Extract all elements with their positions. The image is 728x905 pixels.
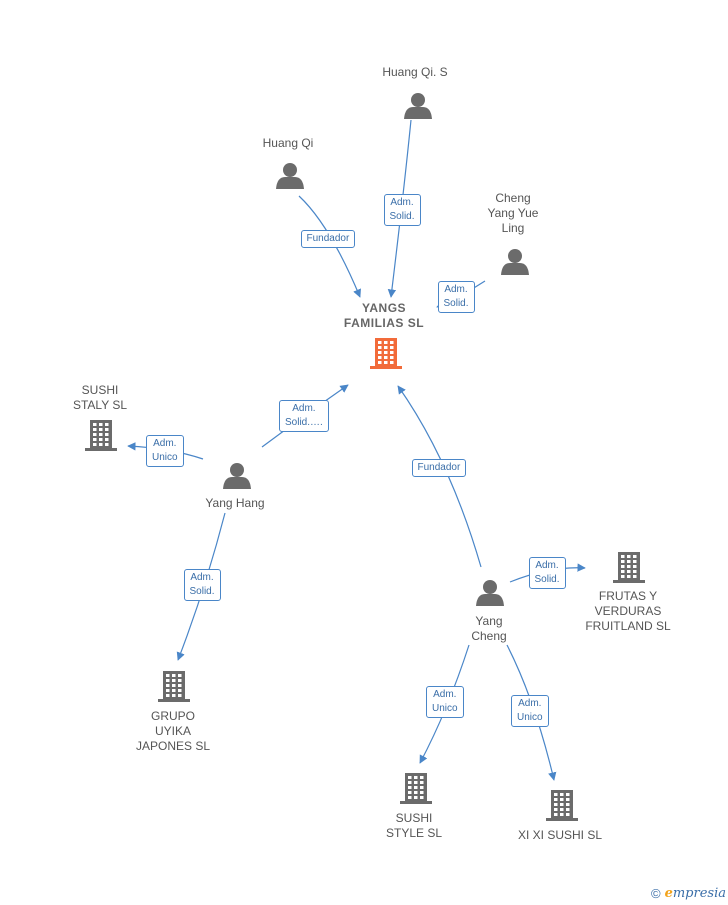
node-label-cheng-yang-yue-ling[interactable]: Cheng Yang Yue Ling bbox=[487, 191, 539, 235]
edge-label[interactable]: Adm. Solid.…. bbox=[279, 400, 329, 432]
building-icon[interactable] bbox=[400, 773, 432, 804]
edge-label[interactable]: Adm. Unico bbox=[426, 686, 464, 718]
node-label-sushi-style[interactable]: SUSHI STYLE SL bbox=[385, 811, 443, 840]
person-icon[interactable] bbox=[276, 163, 304, 189]
node-label-xi-xi-sushi[interactable]: XI XI SUSHI SL bbox=[517, 828, 603, 842]
edge-label[interactable]: Adm. Unico bbox=[511, 695, 549, 727]
building-icon[interactable] bbox=[85, 420, 117, 451]
copyright-icon: © bbox=[650, 886, 661, 901]
node-label-huang-qi[interactable]: Huang Qi bbox=[262, 136, 314, 150]
edge-label[interactable]: Adm. Solid. bbox=[528, 557, 566, 589]
node-label-huang-qi-s[interactable]: Huang Qi. S bbox=[382, 65, 448, 79]
node-label-yangs-familias[interactable]: YANGS FAMILIAS SL bbox=[343, 301, 425, 330]
node-label-yang-cheng[interactable]: Yang Cheng bbox=[471, 614, 507, 643]
person-icon[interactable] bbox=[501, 249, 529, 275]
node-label-sushi-staly[interactable]: SUSHI STALY SL bbox=[72, 383, 128, 412]
footer-brand[interactable]: © empresia bbox=[651, 886, 726, 901]
person-icon[interactable] bbox=[404, 93, 432, 119]
edge-label[interactable]: Adm. Unico bbox=[146, 435, 184, 467]
focus-company-building-icon[interactable] bbox=[370, 338, 402, 369]
edge-label[interactable]: Fundador bbox=[411, 459, 467, 477]
brand-logo: empresia bbox=[664, 886, 726, 901]
edge-label[interactable]: Fundador bbox=[300, 230, 356, 248]
building-icon[interactable] bbox=[546, 790, 578, 821]
edge-label[interactable]: Adm. Solid. bbox=[183, 569, 221, 601]
node-label-grupo-uyika[interactable]: GRUPO UYIKA JAPONES SL bbox=[135, 709, 211, 753]
edge-label[interactable]: Adm. Solid. bbox=[383, 194, 421, 226]
node-label-yang-hang[interactable]: Yang Hang bbox=[205, 496, 265, 510]
icons-layer bbox=[85, 93, 645, 821]
node-label-frutas-verduras[interactable]: FRUTAS Y VERDURAS FRUITLAND SL bbox=[585, 589, 671, 633]
edge-label[interactable]: Adm. Solid. bbox=[437, 281, 475, 313]
building-icon[interactable] bbox=[158, 671, 190, 702]
building-icon[interactable] bbox=[613, 552, 645, 583]
person-icon[interactable] bbox=[476, 580, 504, 606]
person-icon[interactable] bbox=[223, 463, 251, 489]
